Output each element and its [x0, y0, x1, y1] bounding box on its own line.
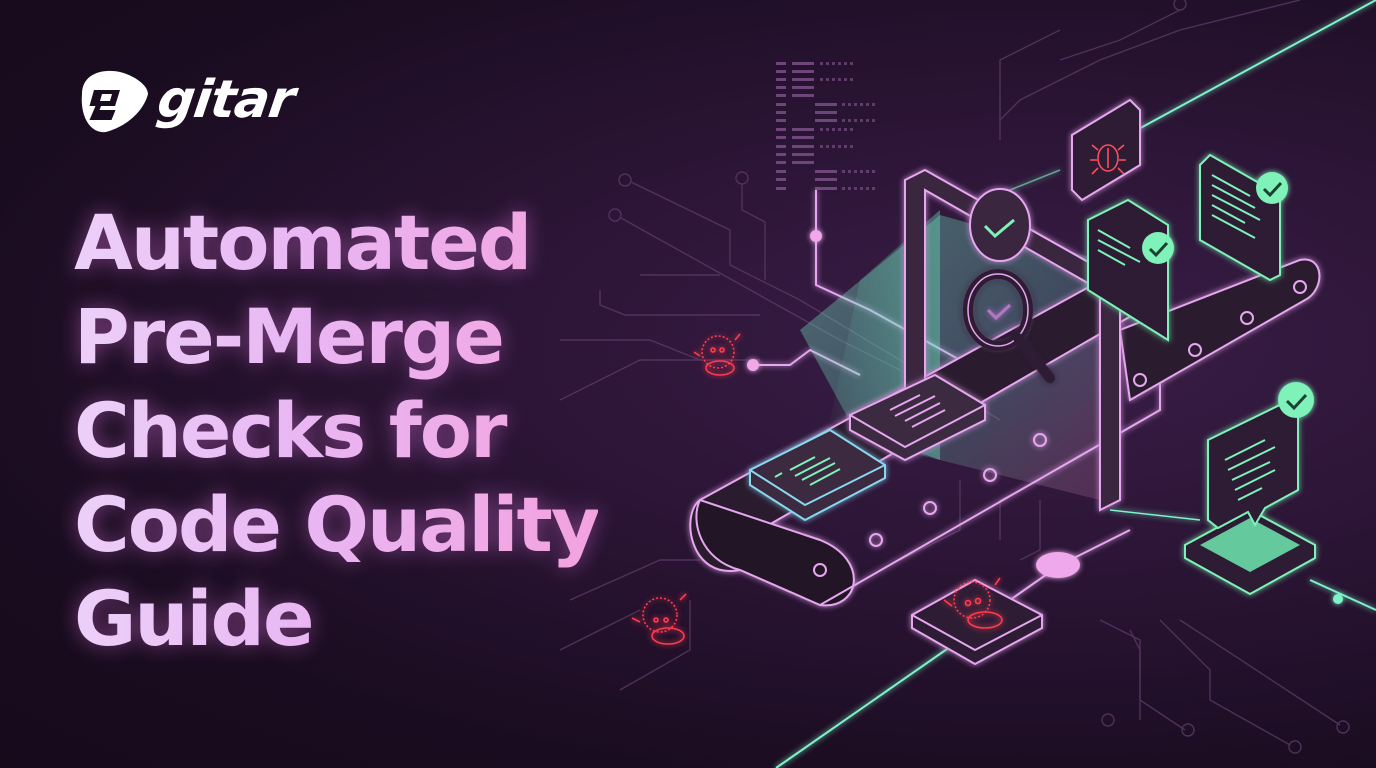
code-card	[849, 373, 986, 462]
node-dot	[747, 359, 759, 371]
code-card	[749, 428, 886, 522]
bug-icon	[1071, 98, 1141, 202]
magnifying-glass-check-icon	[963, 269, 1055, 383]
node-dot	[1333, 594, 1343, 604]
title-line-3: Checks for	[74, 386, 506, 475]
brand-name: gitar	[153, 70, 298, 130]
bug-bot-icon	[631, 593, 687, 645]
title-line-5: Guide	[74, 574, 313, 663]
chat-bubble-check-icon	[1184, 382, 1316, 596]
title-line-1: Automated	[74, 198, 531, 287]
bug-bot-icon	[693, 333, 741, 376]
logo: gitar	[74, 64, 298, 136]
code-lines-icon	[776, 62, 875, 190]
title-line-2: Pre-Merge	[74, 292, 503, 381]
node-dot	[810, 230, 822, 242]
title-line-4: Code Quality	[74, 480, 599, 569]
pipeline-illustration	[560, 0, 1376, 768]
check-circle-icon	[969, 188, 1031, 262]
hero-title: Automated Pre-Merge Checks for Code Qual…	[74, 196, 598, 666]
gitar-logo-icon	[81, 70, 148, 133]
conveyor-icon	[1118, 258, 1321, 402]
bug-bot-icon	[943, 577, 1003, 629]
code-card-check-icon	[1087, 198, 1174, 342]
bug-bot-pedestal	[911, 578, 1043, 666]
code-card-check-icon	[1199, 153, 1288, 282]
node-dot	[1036, 552, 1080, 578]
